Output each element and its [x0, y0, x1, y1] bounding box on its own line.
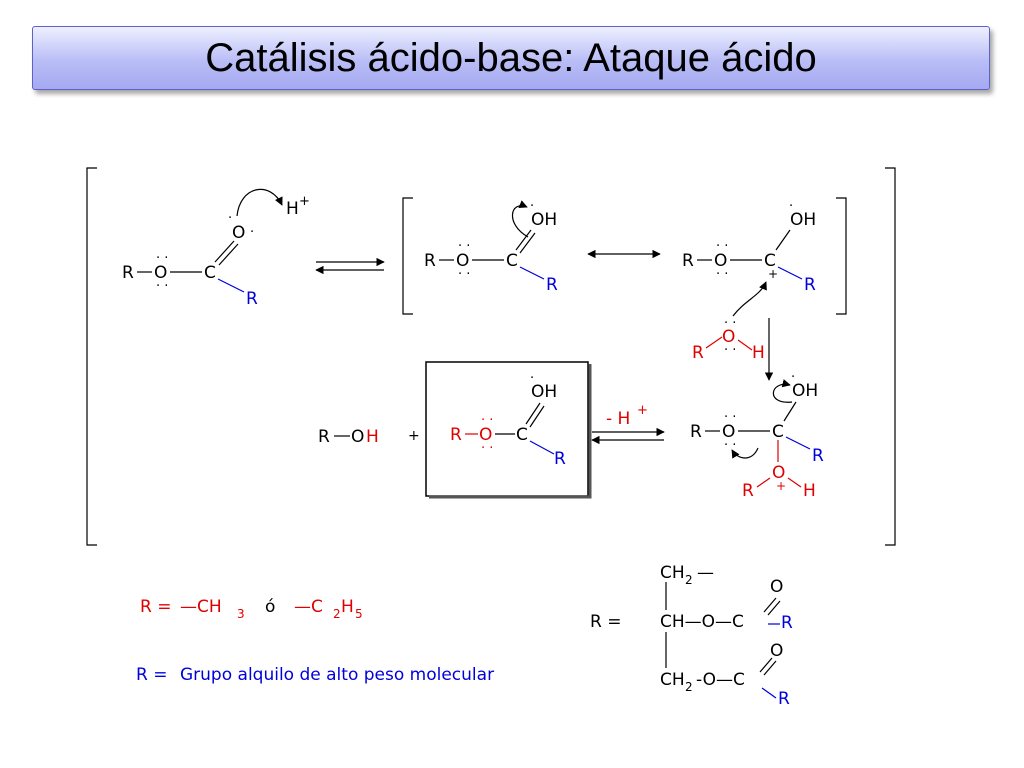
svg-text:H: H: [341, 597, 354, 617]
svg-text:O: O: [770, 641, 783, 661]
svg-text:·: ·: [530, 199, 534, 214]
svg-text:2: 2: [685, 680, 693, 694]
svg-text:R: R: [682, 251, 694, 271]
outer-bracket-left: [86, 167, 97, 546]
svg-text:·: ·: [250, 225, 254, 240]
glyceride-structure: R = CH 2 — CH—O—C O R CH 2 -O—C O R: [590, 563, 793, 709]
definition-methyl-ethyl: R = —CH 3 ó —C 2 H 5: [140, 597, 363, 621]
slide-title: Catálisis ácido-base: Ataque ácido: [205, 35, 817, 80]
ester-molecule: R O C O R H + · · · · · ·: [122, 188, 310, 309]
svg-text:H: H: [366, 427, 379, 447]
svg-text:ó: ó: [265, 597, 275, 617]
svg-text:OH: OH: [531, 382, 557, 402]
svg-text:—: —: [697, 563, 714, 583]
svg-text:· ·: · ·: [156, 251, 168, 266]
plus-sign: +: [408, 428, 420, 444]
svg-text:· ·: · ·: [458, 239, 470, 254]
atom-o-carbonyl: O: [232, 223, 245, 243]
svg-text:+: +: [768, 267, 778, 281]
svg-text:R: R: [778, 689, 790, 709]
svg-text:H: H: [803, 481, 816, 501]
svg-text:C: C: [764, 251, 776, 271]
svg-text:Grupo alquilo de alto peso mol: Grupo alquilo de alto peso molecular: [180, 665, 494, 685]
curved-arrow: [236, 188, 283, 217]
svg-text:+: +: [776, 479, 786, 493]
svg-text:R: R: [554, 449, 566, 469]
svg-text:R: R: [692, 343, 704, 363]
resonance-structure-a: R O C OH R · · · · ·: [424, 199, 558, 295]
svg-text:CH: CH: [660, 563, 685, 583]
svg-text:·: ·: [791, 370, 795, 385]
svg-text:OH: OH: [790, 210, 816, 230]
svg-text:· ·: · ·: [716, 267, 728, 282]
proton-charge: +: [299, 194, 310, 209]
svg-text:R: R: [812, 446, 824, 466]
svg-text:· ·: · ·: [724, 438, 736, 453]
svg-text:3: 3: [237, 607, 245, 621]
svg-text:CH—O—C: CH—O—C: [660, 612, 744, 632]
svg-text:-O—C: -O—C: [696, 670, 745, 690]
svg-text:R: R: [450, 425, 462, 445]
svg-text:O: O: [722, 422, 735, 442]
svg-text:2: 2: [685, 573, 693, 587]
svg-text:R =: R =: [136, 665, 167, 685]
svg-text:5: 5: [355, 607, 363, 621]
svg-text:· ·: · ·: [724, 410, 736, 425]
svg-text:·: ·: [228, 211, 232, 226]
title-bar: Catálisis ácido-base: Ataque ácido: [32, 26, 990, 90]
svg-text:—CH: —CH: [180, 597, 222, 617]
alcohol-nucleophile: R O H · · · ·: [692, 281, 767, 363]
svg-text:OH: OH: [792, 381, 818, 401]
resonance-bracket-right: [836, 197, 847, 315]
svg-text:O: O: [722, 327, 735, 347]
svg-text:O: O: [714, 251, 727, 271]
tetrahedral-intermediate: R O C OH R O + R H · · · · ·: [690, 370, 824, 501]
atom-c: C: [204, 263, 216, 283]
svg-text:· ·: · ·: [458, 267, 470, 282]
alcohol-product: R O H: [318, 427, 379, 447]
svg-text:· ·: · ·: [481, 441, 493, 456]
svg-text:OH: OH: [531, 210, 557, 230]
svg-text:R =: R =: [590, 612, 621, 632]
svg-text:O: O: [479, 425, 492, 445]
svg-text:R: R: [742, 481, 754, 501]
minus-proton-label: - H: [606, 409, 630, 429]
svg-text:C: C: [516, 425, 528, 445]
svg-text:O: O: [456, 251, 469, 271]
svg-text:C: C: [772, 422, 784, 442]
definition-alkyl-group: R = Grupo alquilo de alto peso molecular: [136, 665, 494, 685]
svg-text:C: C: [506, 251, 518, 271]
svg-text:R =: R =: [140, 597, 171, 617]
svg-text:· ·: · ·: [481, 413, 493, 428]
svg-text:R: R: [690, 422, 702, 442]
svg-text:2: 2: [333, 607, 341, 621]
resonance-structure-b: R O C + OH R · · · · ·: [682, 199, 816, 295]
proton: H: [286, 199, 299, 219]
svg-text:CH: CH: [660, 670, 685, 690]
svg-text:· ·: · ·: [724, 316, 736, 331]
minus-proton-charge: +: [637, 403, 648, 418]
svg-text:· ·: · ·: [716, 239, 728, 254]
svg-text:O: O: [772, 463, 785, 483]
resonance-bracket-left: [402, 197, 413, 315]
new-ester-product: R O C OH R · · · · ·: [450, 371, 566, 469]
svg-text:·: ·: [789, 199, 793, 214]
svg-text:O: O: [351, 427, 364, 447]
svg-text:R: R: [781, 613, 793, 633]
svg-text:R: R: [424, 251, 436, 271]
svg-text:R: R: [318, 427, 330, 447]
svg-text:·: ·: [530, 371, 534, 386]
svg-text:—C: —C: [294, 597, 323, 617]
outer-bracket-right: [885, 167, 896, 546]
svg-text:R: R: [546, 275, 558, 295]
atom-r: R: [122, 263, 134, 283]
atom-r-blue: R: [246, 289, 258, 309]
svg-text:· ·: · ·: [156, 279, 168, 294]
svg-text:H: H: [752, 343, 765, 363]
atom-o: O: [154, 263, 167, 283]
svg-text:R: R: [804, 275, 816, 295]
svg-text:O: O: [770, 577, 783, 597]
svg-text:· ·: · ·: [724, 343, 736, 358]
